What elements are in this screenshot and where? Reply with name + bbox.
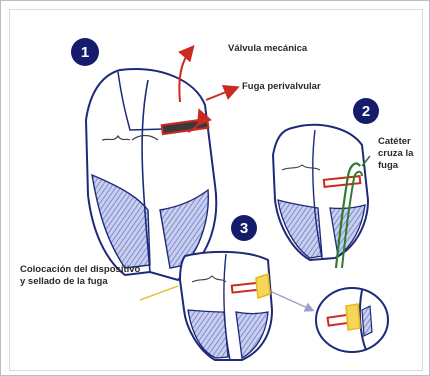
label-valvula-mecanica: Válvula mecánica [228,43,308,54]
step-number-3: 3 [240,220,248,237]
heart-step-1 [86,48,236,280]
diagram-panel: 1 Válvula mecánica Fuga perivalvular 2 [9,9,423,371]
label-cateter-line3: fuga [378,160,399,171]
step-badge-3: 3 [231,215,257,241]
label-fuga-perivalvular: Fuga perivalvular [242,81,321,92]
label-colocacion-line2: y sellado de la fuga [20,276,108,287]
step-badge-1: 1 [71,38,99,66]
step-badge-2: 2 [353,98,379,124]
step-number-1: 1 [81,44,89,61]
step-number-2: 2 [362,103,370,120]
heart-step-2 [273,125,370,268]
perivalvular-leak-diagram: 1 Válvula mecánica Fuga perivalvular 2 [10,10,422,370]
label-colocacion-line1: Colocación del dispositivo [20,264,141,275]
label-cateter-line1: Catéter [378,136,411,147]
label-cateter-line2: cruza la [378,148,414,159]
zoom-detail-circle [316,288,388,352]
